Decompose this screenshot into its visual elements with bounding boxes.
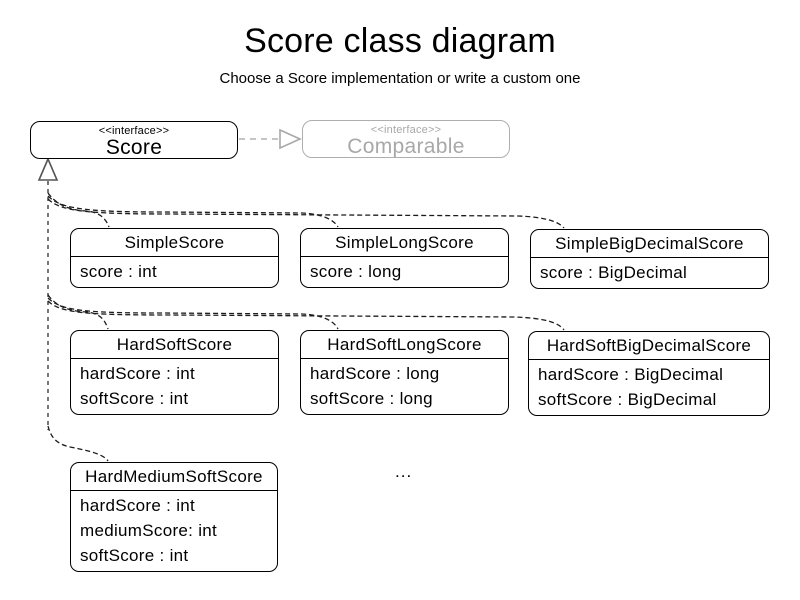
realization-triangle-icon — [37, 156, 59, 181]
interface-name: Score — [105, 136, 163, 159]
branch-hardmediumsoftscore — [47, 425, 109, 462]
class-box-simplelongscore: SimpleLongScore score : long — [300, 228, 509, 288]
class-attribute: hardScore : BigDecimal — [538, 365, 724, 384]
class-box-hardmediumsoftscore: HardMediumSoftScore hardScore : int medi… — [70, 462, 278, 572]
class-attribute: softScore : int — [80, 389, 189, 408]
class-box-simplebigdecimalscore: SimpleBigDecimalScore score : BigDecimal — [530, 229, 769, 289]
class-attributes: hardScore : long softScore : long — [301, 359, 508, 414]
class-name: HardMediumSoftScore — [71, 463, 277, 491]
branch-simplebigdecimalscore — [47, 198, 565, 229]
interface-name: Comparable — [347, 135, 465, 158]
class-name: HardSoftBigDecimalScore — [529, 332, 769, 360]
class-attribute: softScore : int — [80, 546, 189, 565]
class-attribute: score : int — [80, 262, 157, 281]
more-implementations-ellipsis: ... — [395, 462, 413, 481]
class-name: SimpleScore — [71, 229, 278, 257]
branch-simplescore — [47, 192, 110, 228]
class-name: HardSoftLongScore — [301, 331, 508, 359]
class-attributes: score : long — [301, 257, 508, 287]
class-box-hardsoftscore: HardSoftScore hardScore : int softScore … — [70, 330, 279, 415]
class-attribute: hardScore : int — [80, 496, 196, 515]
branch-hardsoftbigdecimalscore — [47, 300, 565, 331]
page-subtitle: Choose a Score implementation or write a… — [219, 70, 581, 87]
class-box-hardsoftlongscore: HardSoftLongScore hardScore : long softS… — [300, 330, 509, 415]
class-attribute: score : BigDecimal — [540, 263, 688, 282]
branch-simplelongscore — [47, 195, 339, 228]
branch-hardsoftlongscore — [47, 297, 339, 330]
class-attribute: softScore : long — [310, 389, 433, 408]
class-attribute: mediumScore: int — [80, 521, 218, 540]
stereotype-label: <<interface>> — [370, 124, 442, 136]
class-name: HardSoftScore — [71, 331, 278, 359]
class-attributes: score : int — [71, 257, 278, 287]
stereotype-label: <<interface>> — [98, 125, 170, 137]
page-title: Score class diagram — [244, 22, 556, 60]
class-attributes: hardScore : int softScore : int — [71, 359, 278, 414]
branch-hardsoftscore — [47, 294, 109, 330]
class-attributes: hardScore : int mediumScore: int softSco… — [71, 491, 277, 571]
class-attributes: score : BigDecimal — [531, 258, 768, 288]
class-attribute: softScore : BigDecimal — [538, 390, 717, 409]
class-attribute: hardScore : int — [80, 364, 196, 383]
class-attributes: hardScore : BigDecimal softScore : BigDe… — [529, 360, 769, 415]
class-box-simplescore: SimpleScore score : int — [70, 228, 279, 288]
class-name: SimpleBigDecimalScore — [531, 230, 768, 258]
interface-box-comparable: <<interface>> Comparable — [302, 120, 510, 158]
hollow-triangle-arrowhead-icon — [279, 128, 302, 150]
interface-box-score: <<interface>> Score — [30, 121, 238, 159]
class-box-hardsoftbigdecimalscore: HardSoftBigDecimalScore hardScore : BigD… — [528, 331, 770, 416]
class-attribute: score : long — [310, 262, 402, 281]
class-attribute: hardScore : long — [310, 364, 440, 383]
class-name: SimpleLongScore — [301, 229, 508, 257]
